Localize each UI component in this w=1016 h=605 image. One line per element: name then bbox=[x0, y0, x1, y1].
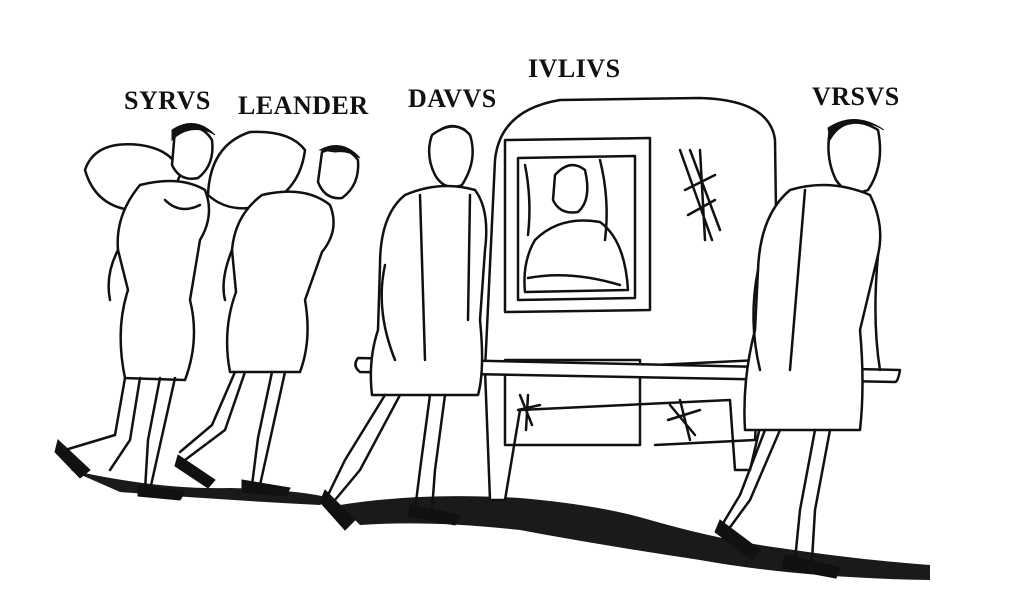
figure-syrus bbox=[54, 123, 216, 501]
ground-shadows bbox=[70, 470, 930, 580]
figure-leander bbox=[174, 130, 361, 497]
label-ursus: VRSVS bbox=[812, 82, 900, 111]
figure-davus bbox=[319, 124, 488, 531]
litter bbox=[354, 96, 902, 502]
label-leander: LEANDER bbox=[238, 91, 369, 120]
label-iulius: IVLIVS bbox=[528, 54, 621, 83]
figure-ursus bbox=[714, 119, 885, 579]
label-syrus: SYRVS bbox=[124, 86, 211, 115]
label-davus: DAVVS bbox=[408, 84, 497, 113]
